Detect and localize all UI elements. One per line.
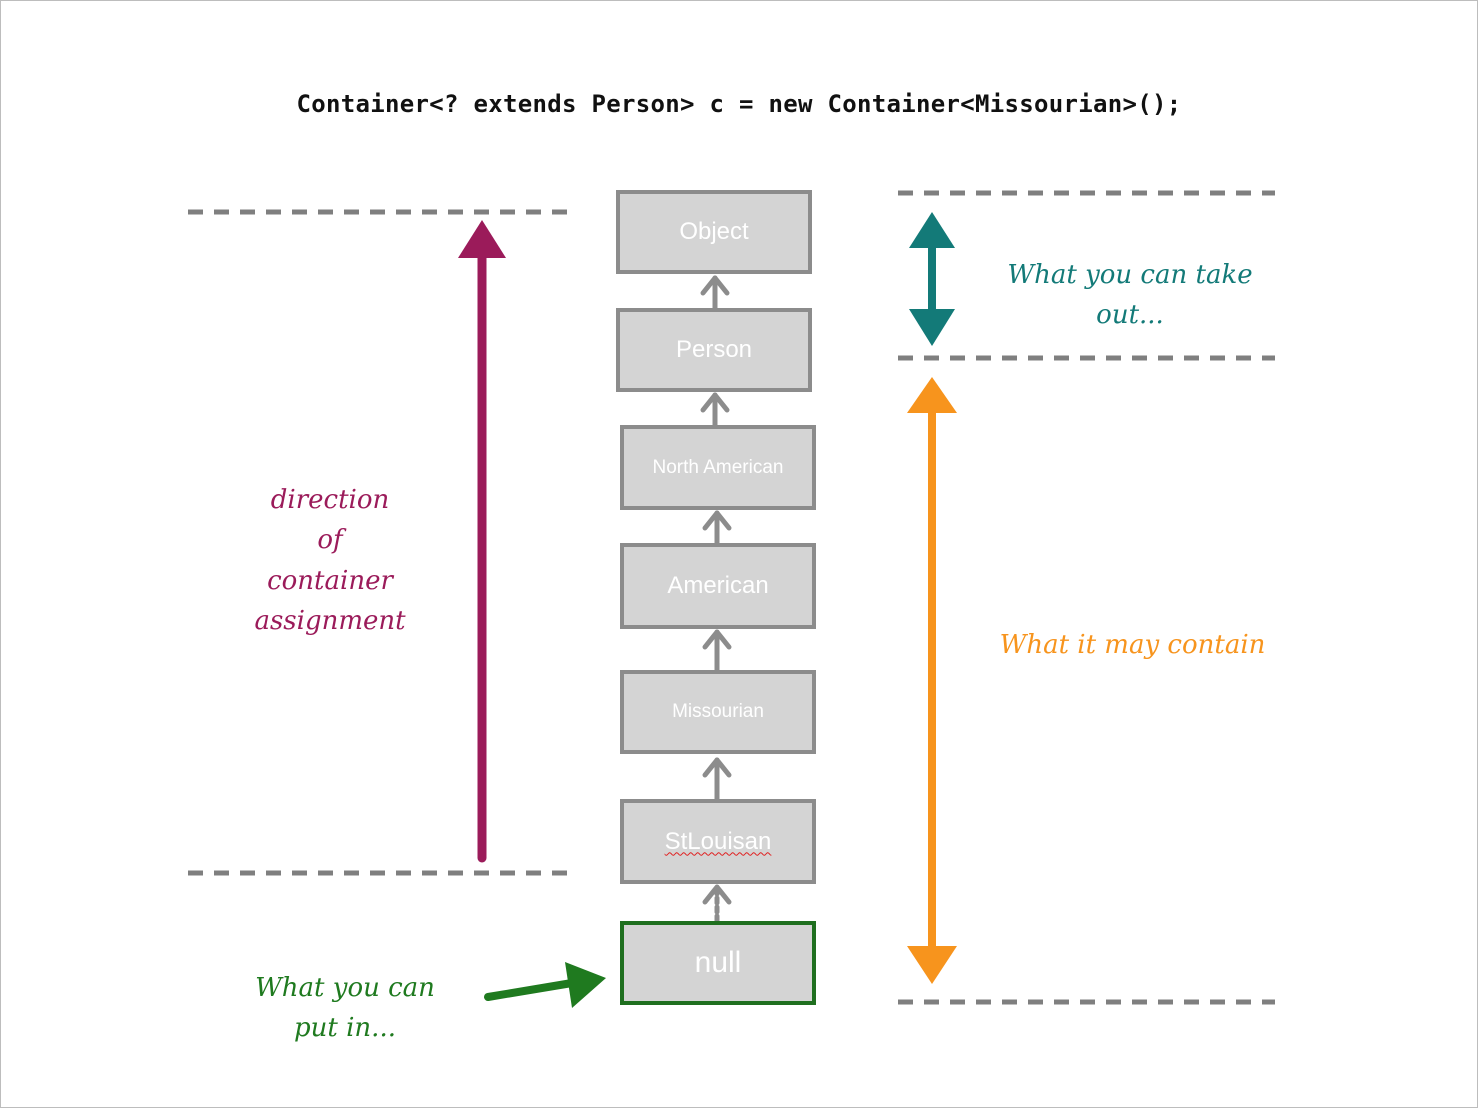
take-out-label-line-1: What you can take (1007, 260, 1253, 290)
put-in-label-line-2: put in... (294, 1013, 396, 1044)
code-line: Container<? extends Person> c = new Cont… (296, 90, 1182, 118)
class-label-american: American (667, 572, 769, 599)
take-out-label-line-2: out... (1096, 300, 1164, 331)
assignment-label-line-3: container (267, 565, 393, 596)
may-contain-double-arrow (907, 377, 957, 984)
class-box-american: American (620, 543, 816, 629)
may-contain-label: What it may contain (965, 625, 1300, 665)
class-box-stlouisan: StLouisan (620, 799, 816, 884)
class-box-object: Object (616, 190, 812, 274)
may-contain-label-text: What it may contain (999, 630, 1266, 660)
class-label-missourian: Missourian (672, 701, 764, 722)
arrow-null-to-stlouisan (702, 884, 732, 924)
arrow-missourian-to-american (702, 629, 732, 674)
class-box-null: null (620, 921, 816, 1005)
class-box-north-american: North American (620, 425, 816, 510)
take-out-label: What you can take out... (975, 255, 1285, 336)
class-label-person: Person (675, 336, 753, 363)
put-in-label-line-1: What you can (255, 973, 435, 1003)
arrow-person-to-object (700, 275, 730, 313)
class-label-null: null (694, 946, 742, 979)
class-label-object: Object (679, 218, 749, 245)
class-label-north-american: North American (652, 456, 784, 478)
put-in-arrow (484, 962, 606, 1008)
class-label-stlouisan: StLouisan (664, 827, 772, 855)
take-out-double-arrow (909, 212, 955, 346)
class-box-person: Person (616, 308, 812, 392)
put-in-label: What you can put in... (225, 968, 465, 1049)
class-box-missourian: Missourian (620, 670, 816, 754)
assignment-label-line-2: of (317, 525, 343, 556)
arrow-stlouisan-to-missourian (702, 757, 732, 804)
assignment-label-line-4: assignment (254, 605, 406, 636)
assignment-direction-label: direction of container assignment (215, 480, 445, 641)
arrow-northamerican-to-person (700, 392, 730, 430)
arrow-american-to-northamerican (702, 510, 732, 548)
assignment-label-line-1: direction (270, 485, 390, 515)
assignment-direction-arrow (458, 220, 506, 863)
